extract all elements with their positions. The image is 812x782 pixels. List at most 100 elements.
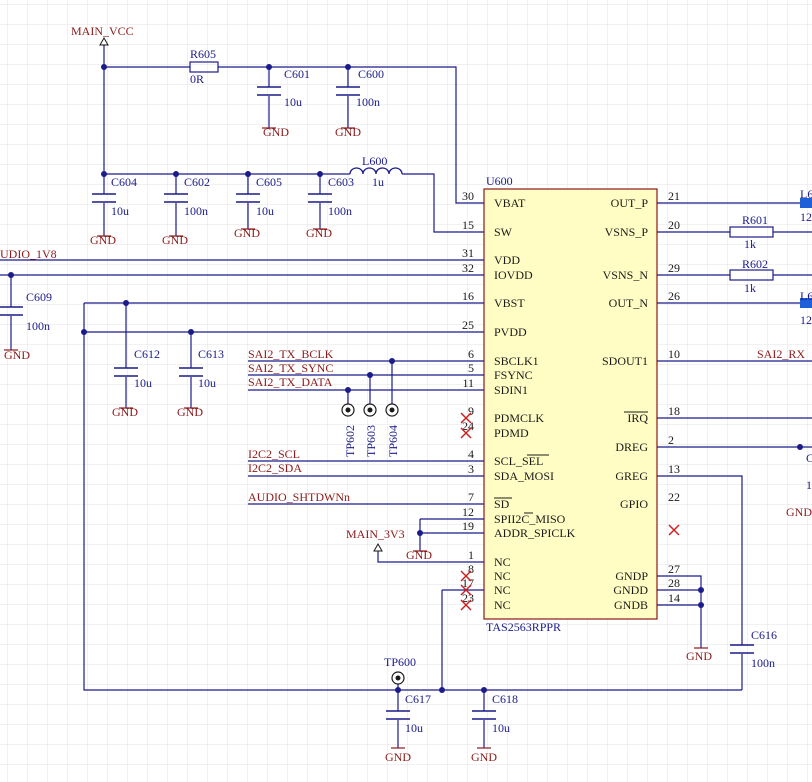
test-point[interactable]	[391, 671, 405, 685]
pin-number: 31	[462, 246, 474, 260]
capacitor-symbol[interactable]	[308, 193, 332, 203]
net-i2c2-scl[interactable]: I2C2_SCL	[248, 447, 300, 461]
c600-ref[interactable]: C600	[358, 67, 384, 81]
junction-dot	[101, 171, 107, 177]
pin-name: PVDD	[494, 325, 527, 339]
net-sai2-tx-bclk[interactable]: SAI2_TX_BCLK	[248, 347, 334, 361]
capacitor-symbol[interactable]	[164, 193, 188, 203]
c613-ref[interactable]: C613	[198, 347, 224, 361]
c602-ref[interactable]: C602	[184, 175, 210, 189]
gnd-label: GND	[471, 750, 497, 764]
test-point[interactable]	[385, 403, 399, 417]
tp600-ref[interactable]: TP600	[384, 655, 416, 669]
capacitor-symbol[interactable]	[236, 193, 260, 203]
no-connect-marker	[668, 524, 680, 536]
pin-number: 6	[468, 347, 474, 361]
pin-number: 29	[668, 261, 680, 275]
gnd-label-partial: GND	[786, 505, 812, 519]
c616-ref[interactable]: C616	[751, 628, 777, 642]
tp603-ref[interactable]: TP603	[364, 425, 378, 457]
junction-dot	[8, 272, 14, 278]
pin-number: 32	[462, 261, 474, 275]
capacitor-symbol[interactable]	[336, 86, 360, 96]
net-sai2-rx[interactable]: SAI2_RX	[757, 347, 805, 361]
pin-name: OUT_N	[609, 296, 649, 310]
junction-dot	[345, 64, 351, 70]
port-connector[interactable]	[800, 298, 812, 308]
c601-ref[interactable]: C601	[284, 67, 310, 81]
pin-name: ADDR_SPICLK	[494, 526, 576, 540]
test-point[interactable]	[363, 403, 377, 417]
gnd-label: GND	[686, 649, 712, 663]
junction-dot	[395, 687, 401, 693]
net-sai2-tx-data[interactable]: SAI2_TX_DATA	[248, 375, 333, 389]
c605-ref[interactable]: C605	[256, 175, 282, 189]
pin-number: 17	[462, 576, 474, 590]
c612-ref[interactable]: C612	[134, 347, 160, 361]
chip-body[interactable]	[483, 188, 658, 620]
c605-value: 10u	[256, 204, 274, 218]
resistor-symbol[interactable]	[189, 61, 219, 73]
pin-name: SBCLK1	[494, 354, 539, 368]
inductor-symbol[interactable]	[349, 167, 403, 175]
capacitor-symbol[interactable]	[730, 644, 754, 654]
no-connect-marker	[460, 412, 472, 424]
pin-name: IRQ	[627, 411, 648, 425]
pin-number: 14	[668, 591, 680, 605]
net-audio-1v8[interactable]: UDIO_1V8	[0, 247, 57, 261]
gnd-label: GND	[90, 233, 116, 247]
r605-ref[interactable]: R605	[190, 47, 216, 61]
pin-name: PDMD	[494, 426, 529, 440]
resistor-symbol[interactable]	[729, 269, 774, 281]
pin-number: 28	[668, 576, 680, 590]
c604-ref[interactable]: C604	[111, 175, 137, 189]
l600-ref[interactable]: L600	[362, 154, 387, 168]
r601-ref[interactable]: R601	[742, 213, 768, 227]
pin-name: GNDB	[614, 598, 648, 612]
c601-value: 10u	[284, 95, 302, 109]
net-i2c2-sda[interactable]: I2C2_SDA	[248, 461, 302, 475]
test-point[interactable]	[341, 403, 355, 417]
tp602-ref[interactable]: TP602	[343, 425, 357, 457]
tp604-ref[interactable]: TP604	[386, 425, 400, 457]
capacitor-symbol[interactable]	[472, 710, 496, 720]
partial-l2-ref: L6	[800, 289, 812, 303]
net-main-3v3[interactable]: MAIN_3V3	[346, 527, 405, 541]
capacitor-symbol[interactable]	[114, 367, 138, 377]
pin-name: VBST	[494, 296, 525, 310]
capacitor-symbol[interactable]	[179, 367, 203, 377]
pin-name: SDOUT1	[602, 354, 648, 368]
net-main-vcc[interactable]: MAIN_VCC	[71, 24, 134, 38]
capacitor-symbol[interactable]	[0, 306, 23, 316]
partial-l-ref: L6	[800, 187, 812, 201]
r605-value: 0R	[190, 72, 204, 86]
c603-ref[interactable]: C603	[328, 175, 354, 189]
gnd-labels: GND GND GND GND GND GND GND GND GND GND …	[4, 125, 812, 764]
c617-ref[interactable]: C617	[405, 692, 431, 706]
pin-number: 25	[462, 318, 474, 332]
pin-name: PDMCLK	[494, 411, 544, 425]
capacitor-symbol[interactable]	[92, 193, 116, 203]
port-connector[interactable]	[800, 198, 812, 208]
net-audio-shtdwn[interactable]: AUDIO_SHTDWNn	[248, 490, 350, 504]
component-labels: R605 0R C601 10u C600 100n L600 1u C604 …	[26, 47, 812, 735]
pin-name: DREG	[615, 440, 648, 454]
c609-ref[interactable]: C609	[26, 290, 52, 304]
net-sai2-tx-sync[interactable]: SAI2_TX_SYNC	[248, 361, 333, 375]
c618-ref[interactable]: C618	[492, 692, 518, 706]
capacitor-symbol[interactable]	[257, 86, 281, 96]
pin-number: 22	[668, 490, 680, 504]
capacitor-symbol[interactable]	[386, 710, 410, 720]
pin-number: 9	[468, 404, 474, 418]
power-arrow-icon	[99, 36, 109, 46]
c602-value: 100n	[184, 204, 208, 218]
r601-value: 1k	[744, 237, 756, 251]
l600-value: 1u	[372, 175, 384, 189]
wire	[404, 173, 484, 233]
c616-value: 100n	[751, 656, 775, 670]
r602-ref[interactable]: R602	[742, 257, 768, 271]
chip-part-number: TAS2563RPPR	[486, 620, 561, 634]
resistor-symbol[interactable]	[729, 226, 774, 238]
